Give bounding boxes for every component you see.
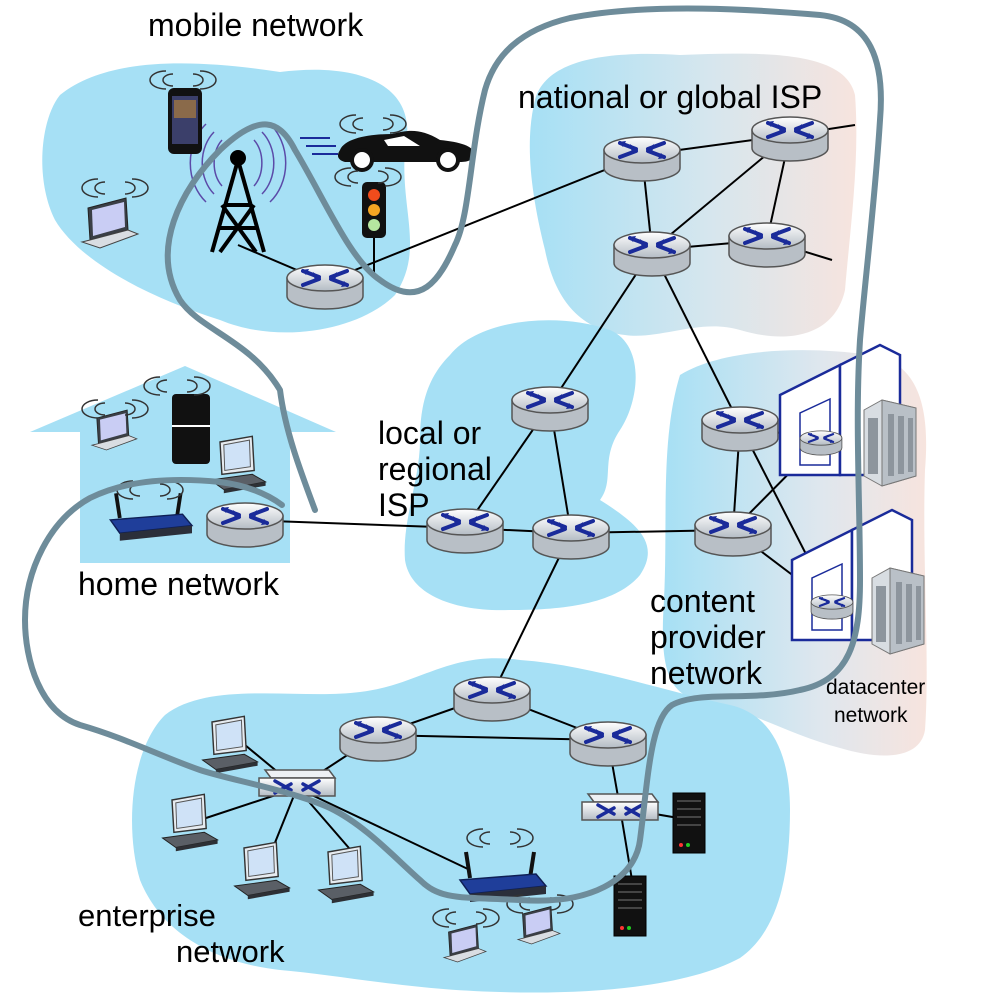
car-icon: [300, 114, 474, 172]
router-icon: [811, 595, 853, 619]
smartphone-icon: [149, 70, 217, 154]
router-icon: [693, 510, 773, 558]
packet-path: [22, 5, 884, 904]
datacenter-label-1: datacenter: [826, 676, 925, 699]
server-rack-icon: [871, 567, 925, 655]
traffic-light-icon: [334, 167, 402, 238]
router-icon: [338, 715, 418, 763]
content-provider-label-1: content: [650, 583, 755, 619]
national-isp-label: national or global ISP: [518, 79, 822, 115]
router-icon: [285, 263, 365, 311]
switch-icon: [257, 768, 337, 798]
router-icon: [612, 230, 692, 278]
local-isp-label-2: regional: [378, 451, 492, 487]
refrigerator-icon: [143, 376, 211, 464]
content-provider-label-2: provider: [650, 619, 766, 655]
local-isp-label-3: ISP: [378, 487, 430, 523]
server-icon: [613, 875, 647, 937]
router-icon: [425, 507, 505, 555]
router-icon: [800, 431, 842, 455]
router-icon: [452, 675, 532, 723]
enterprise-label-2: network: [176, 934, 285, 969]
content-provider-label-3: network: [650, 655, 763, 691]
router-icon: [568, 720, 648, 768]
router-icon: [727, 221, 807, 269]
local-isp-label-1: local or: [378, 415, 482, 451]
server-icon: [672, 792, 706, 854]
datacenter-label-2: network: [834, 704, 908, 727]
router-icon: [531, 513, 611, 561]
router-icon: [205, 501, 285, 549]
router-icon: [510, 385, 590, 433]
home-network-label: home network: [78, 566, 280, 602]
router-icon: [700, 405, 780, 453]
router-icon: [602, 135, 682, 183]
router-icon: [750, 115, 830, 163]
cell-tower-icon: [210, 150, 266, 254]
enterprise-label-1: enterprise: [78, 898, 216, 933]
server-rack-icon: [863, 399, 917, 487]
mobile-network-label: mobile network: [148, 7, 364, 43]
